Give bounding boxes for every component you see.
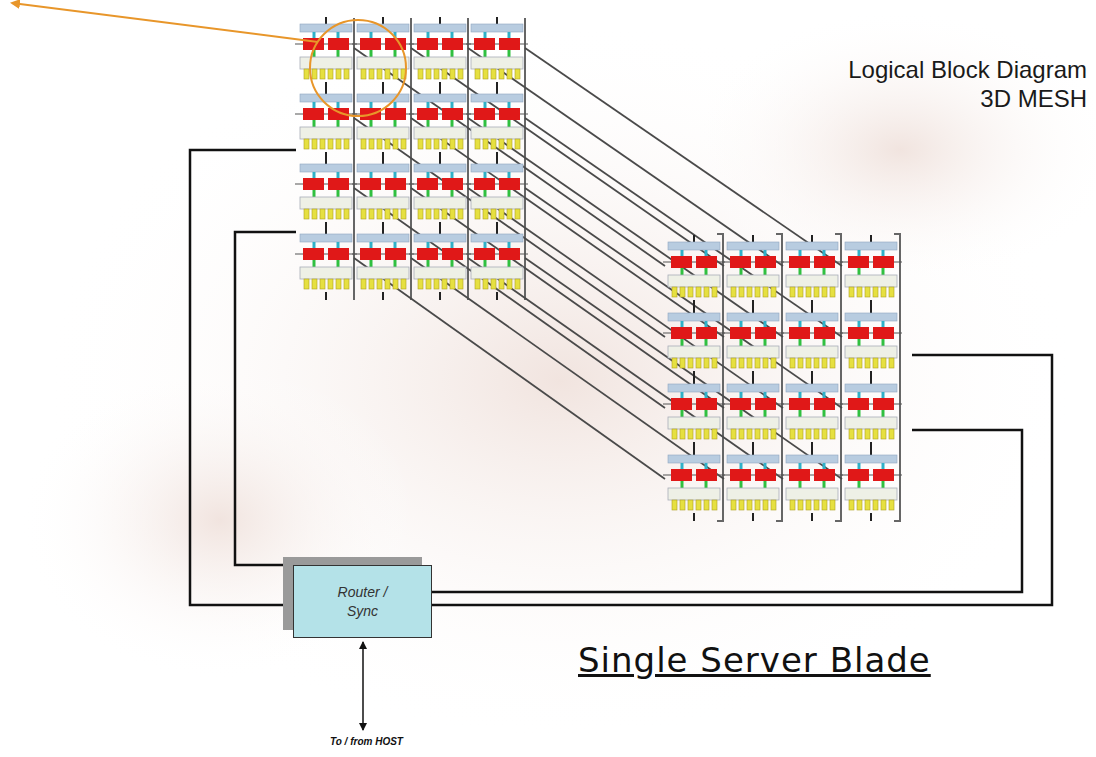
- mesh-link: [354, 48, 665, 266]
- compute-tile: [663, 377, 725, 450]
- compute-tile: [722, 448, 784, 521]
- mesh-link: [525, 188, 842, 408]
- compute-tile: [295, 157, 357, 230]
- compute-tile: [781, 448, 843, 521]
- compute-tile: [781, 235, 843, 308]
- compute-tile: [722, 306, 784, 379]
- compute-tile: [352, 157, 414, 230]
- compute-tile: [295, 227, 357, 300]
- mesh-link: [354, 118, 665, 337]
- mesh-link: [525, 118, 842, 337]
- mesh-link: [468, 188, 783, 408]
- compute-tile: [722, 235, 784, 308]
- compute-tile: [840, 448, 902, 521]
- host-label: To / from HOST: [330, 736, 403, 747]
- compute-tile: [722, 377, 784, 450]
- compute-tile: [295, 17, 357, 90]
- compute-tile: [409, 157, 471, 230]
- mesh-link: [411, 48, 724, 266]
- compute-tile: [352, 227, 414, 300]
- compute-tile: [409, 227, 471, 300]
- compute-tile: [840, 377, 902, 450]
- compute-tile: [295, 87, 357, 160]
- compute-tile: [663, 448, 725, 521]
- compute-tile: [466, 17, 528, 90]
- compute-tile: [409, 17, 471, 90]
- compute-tile: [663, 306, 725, 379]
- mesh-link: [468, 48, 783, 266]
- mesh-link: [354, 188, 665, 408]
- diagram-title: Logical Block Diagram 3D MESH: [832, 56, 1087, 114]
- mesh-link: [411, 118, 724, 337]
- compute-tile: [781, 377, 843, 450]
- mesh-link: [354, 258, 665, 479]
- compute-tile: [409, 87, 471, 160]
- compute-tile: [840, 235, 902, 308]
- compute-tile: [466, 157, 528, 230]
- compute-tile: [466, 227, 528, 300]
- mesh-link: [411, 188, 724, 408]
- compute-tile: [840, 306, 902, 379]
- node-text: Router / Sync: [328, 583, 398, 619]
- mesh-link: [525, 48, 842, 266]
- compute-tile: [781, 306, 843, 379]
- compute-tile: [663, 235, 725, 308]
- router-box: Router / Sync: [293, 565, 432, 638]
- mesh-link: [468, 118, 783, 337]
- compute-tile: [466, 87, 528, 160]
- compute-tile: [352, 87, 414, 160]
- caption: Single Server Blade: [578, 640, 931, 680]
